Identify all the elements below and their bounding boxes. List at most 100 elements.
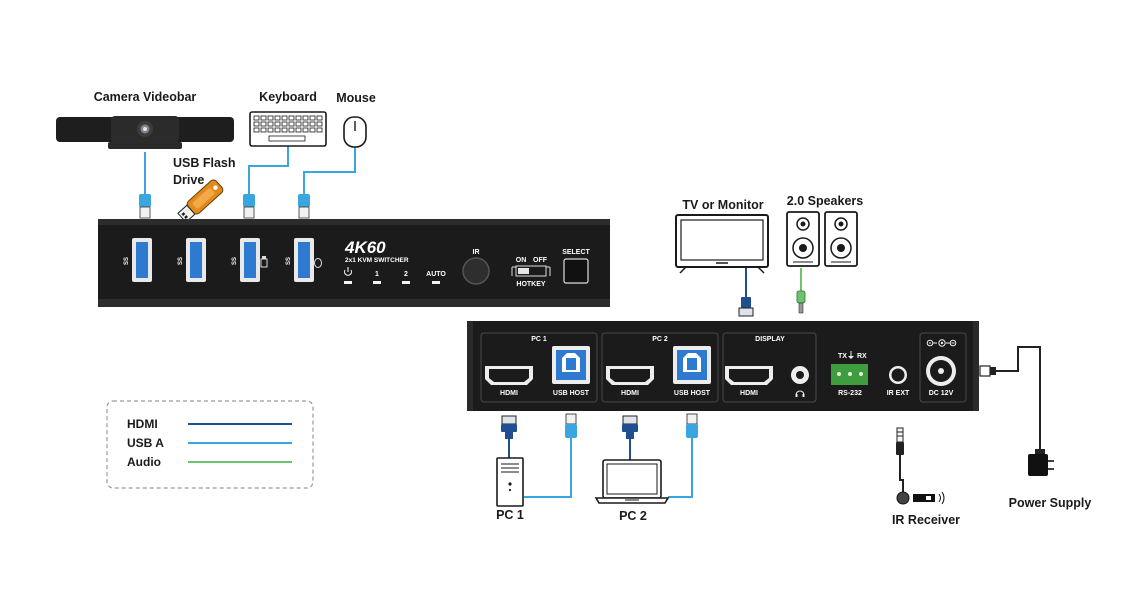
rear-hdmi-pc1-port[interactable] — [485, 366, 533, 385]
usb-flash-drive-icon — [177, 179, 224, 223]
speakers-label: 2.0 Speakers — [787, 194, 863, 208]
legend-box — [106, 400, 314, 489]
usb-flash-label-1: USB Flash — [173, 156, 236, 170]
usb-host-port-label: USB HOST — [553, 390, 590, 397]
rear-usb-host-pc2-port[interactable] — [673, 346, 711, 384]
speaker-right-icon — [824, 211, 858, 267]
led-auto — [432, 281, 440, 284]
hdmi-plug-display — [738, 297, 754, 317]
ir-receiver-cable — [899, 454, 904, 492]
pc2-laptop-icon — [594, 459, 670, 504]
rs232-terminal-block[interactable] — [831, 364, 868, 385]
ir-ext-label: IR EXT — [887, 390, 910, 397]
usb-cable-mouse — [303, 146, 356, 195]
ss-usb-symbol: SS — [232, 257, 238, 265]
switch-off-label: OFF — [533, 257, 548, 264]
hotkey-label: HOTKEY — [516, 281, 546, 288]
dc-polarity-icon — [926, 339, 957, 347]
legend-hdmi-label: HDMI — [127, 417, 158, 431]
select-label: SELECT — [562, 249, 590, 256]
ir-window — [462, 257, 490, 285]
camera-videobar-icon — [56, 116, 234, 149]
keyboard-label: Keyboard — [259, 90, 317, 104]
usb-plug-camera — [139, 194, 151, 219]
usb-host-port-label: USB HOST — [674, 390, 711, 397]
usb-plug-mouse — [298, 194, 310, 219]
led-1 — [373, 281, 381, 284]
pc2-port-group — [601, 332, 719, 403]
flash-drive-mini-icon — [260, 256, 268, 268]
led-auto-label: AUTO — [426, 271, 446, 278]
rs232-tx-label: TX — [838, 353, 847, 360]
led-2 — [402, 281, 410, 284]
led-2-label: 2 — [404, 271, 408, 278]
rear-usb-host-pc1-port[interactable] — [552, 346, 590, 384]
usb-plug-keyboard — [243, 194, 255, 219]
usb-cable-keyboard — [248, 146, 289, 195]
ir-receiver-label: IR Receiver — [892, 513, 960, 527]
front-usb-port-3[interactable] — [240, 238, 260, 282]
usb-plug-pc1 — [565, 413, 577, 438]
hdmi-plug-pc1 — [501, 415, 517, 439]
audio-plug-speakers — [796, 290, 806, 314]
hdmi-port-label: HDMI — [740, 390, 758, 397]
ir-receiver-icon — [896, 491, 945, 505]
cables — [144, 146, 1041, 498]
usb-plug-pc2 — [686, 413, 698, 438]
pc2-label: PC 2 — [619, 509, 647, 523]
front-usb-port-1[interactable] — [132, 238, 152, 282]
rs232-label: RS-232 — [838, 390, 862, 397]
ss-usb-symbol: SS — [124, 257, 130, 265]
rear-hdmi-display-port[interactable] — [725, 366, 773, 385]
usb-cable-pc1 — [524, 437, 572, 498]
pc1-tower-icon — [496, 457, 524, 507]
select-button[interactable] — [563, 258, 589, 284]
model-subtitle: 2x1 KVM SWITCHER — [345, 257, 409, 264]
pc1-label: PC 1 — [496, 508, 524, 522]
led-1-label: 1 — [375, 271, 379, 278]
headphone-icon — [795, 390, 805, 397]
tv-label: TV or Monitor — [682, 198, 763, 212]
rear-display-label: DISPLAY — [755, 336, 785, 343]
keyboard-icon — [249, 111, 327, 147]
ss-usb-symbol: SS — [286, 257, 292, 265]
rear-pc2-label: PC 2 — [652, 336, 668, 343]
ss-usb-symbol: SS — [178, 257, 184, 265]
camera-label: Camera Videobar — [94, 90, 197, 104]
display-port-group — [722, 332, 817, 403]
speaker-left-icon — [786, 211, 820, 267]
front-usb-port-4[interactable] — [294, 238, 314, 282]
hotkey-switch[interactable] — [511, 265, 551, 277]
power-adapter-icon — [1028, 449, 1054, 476]
legend-audio-label: Audio — [127, 455, 161, 469]
power-cable — [995, 346, 1041, 450]
power-led — [344, 281, 352, 284]
hdmi-plug-pc2 — [622, 415, 638, 439]
rs232-rx-label: RX — [857, 353, 867, 360]
pc1-port-group — [480, 332, 598, 403]
kvm-front-panel — [98, 219, 610, 307]
ir-plug — [896, 427, 904, 455]
model-name: 4K60 — [344, 238, 386, 257]
legend-usb-label: USB A — [127, 436, 164, 450]
ir-label: IR — [473, 249, 480, 256]
dc12v-label: DC 12V — [929, 390, 954, 397]
mouse-mini-icon — [314, 258, 322, 268]
switch-on-label: ON — [516, 257, 527, 264]
power-led-icon — [343, 267, 353, 276]
front-usb-port-2[interactable] — [186, 238, 206, 282]
dc-power-jack[interactable] — [926, 356, 956, 386]
usb-flash-label-2: Drive — [173, 173, 204, 187]
tv-monitor-icon — [675, 214, 769, 274]
ground-icon — [848, 351, 854, 359]
mouse-label: Mouse — [336, 91, 376, 105]
rear-hdmi-pc2-port[interactable] — [606, 366, 654, 385]
hdmi-port-label: HDMI — [621, 390, 639, 397]
rear-pc1-label: PC 1 — [531, 336, 547, 343]
power-port-group — [919, 332, 967, 403]
hdmi-port-label: HDMI — [500, 390, 518, 397]
power-supply-label: Power Supply — [1009, 496, 1092, 510]
mouse-icon — [343, 116, 367, 148]
